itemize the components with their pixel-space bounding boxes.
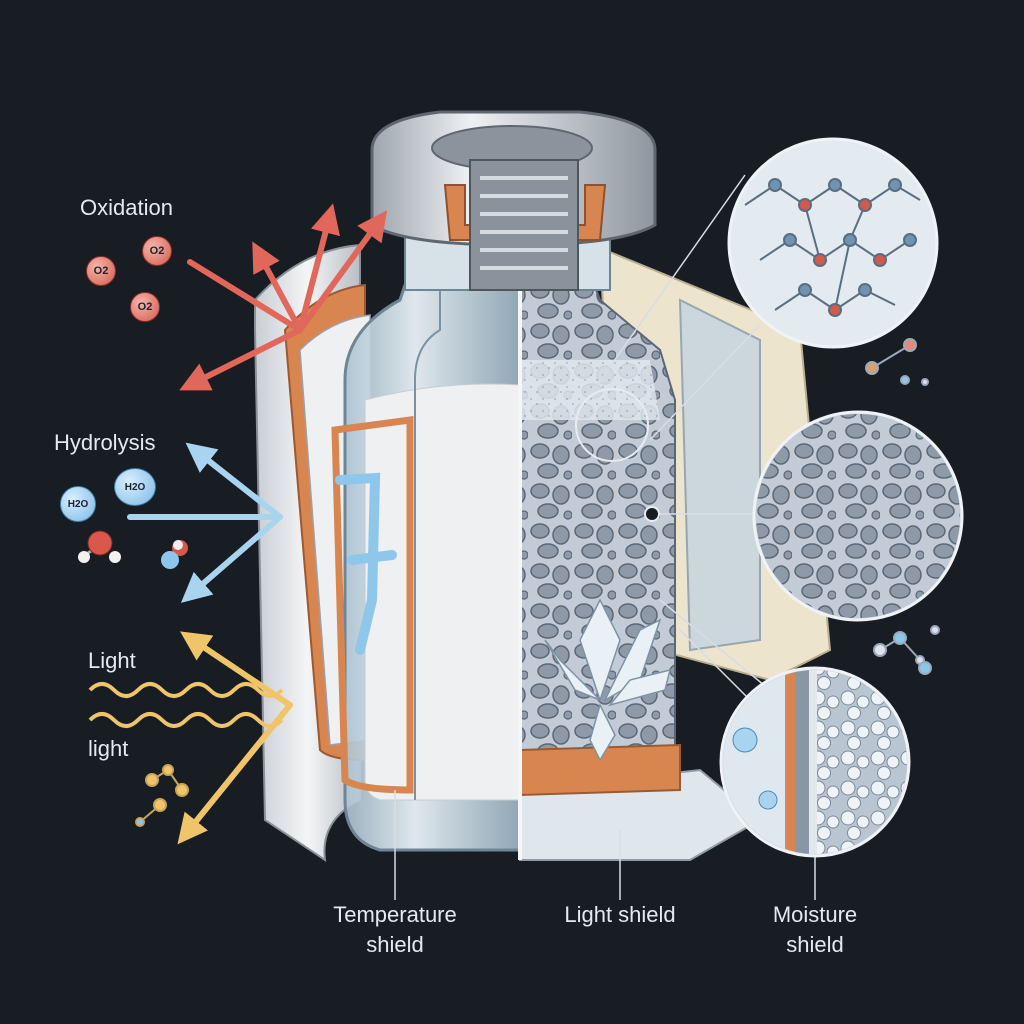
light-lower-label: light [88, 736, 129, 761]
light-wave-icon [88, 682, 284, 728]
inner-glass-wall [678, 298, 761, 652]
water-molecule-icon: H2O [60, 486, 96, 522]
molecule-cluster-icon-right [865, 338, 940, 675]
porous-matrix-zoom [752, 410, 964, 622]
orange-band-left [331, 416, 414, 794]
crystal-cluster [544, 598, 672, 762]
zoom-lens-icon [575, 388, 649, 462]
molecule-cluster-icon [135, 764, 189, 827]
vial-inner-outline [414, 260, 441, 800]
moisture-layers-zoom [719, 666, 911, 858]
cutaway-top-foam [520, 360, 660, 420]
water-molecule-icon [78, 530, 121, 563]
hydrolysis-arrows [127, 442, 283, 603]
blue-label-glyph [335, 472, 397, 655]
oxidation-label: Oxidation [80, 195, 173, 220]
oxygen-molecule-icon: O2 [142, 236, 172, 266]
oxidation-arrows [179, 203, 388, 391]
temperature-shield-label: Temperature shield [333, 902, 457, 957]
water-molecule-icon-2 [161, 540, 188, 569]
hydrolysis-label: Hydrolysis [54, 430, 156, 455]
light-label: Light [88, 648, 136, 673]
stopper-ribs [480, 176, 568, 270]
zoom-connectors [394, 174, 816, 900]
oxygen-molecule-icon: O2 [130, 292, 160, 322]
zoom-point-icon [644, 506, 660, 522]
powder-fill [364, 383, 521, 801]
light-shield-label: Light shield [564, 902, 676, 927]
oxygen-molecule-icon: O2 [86, 256, 116, 286]
molecular-structure-zoom [727, 137, 939, 349]
water-molecule-icon: H2O [114, 468, 156, 506]
moisture-shield-label: Moisture shield [772, 902, 858, 957]
